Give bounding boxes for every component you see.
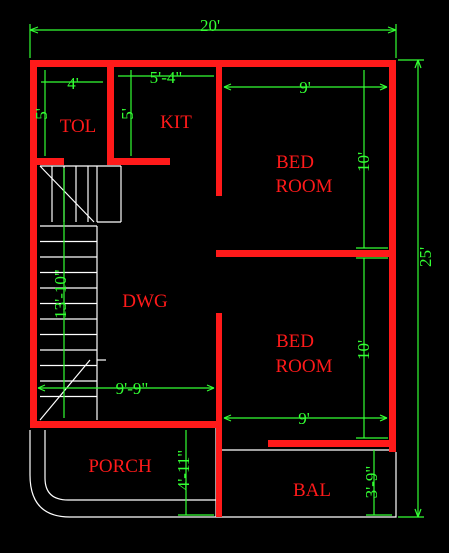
dim-bal-depth: 3'-9" <box>362 466 381 499</box>
dim-bed2-width: 9' <box>298 409 310 428</box>
room-label-tol: TOL <box>60 116 97 137</box>
room-label-bedroom1-line2: ROOM <box>275 176 332 197</box>
room-label-bedroom1-line1: BED <box>276 152 314 173</box>
dim-overall-width: 20' <box>200 16 220 35</box>
dim-bed2-depth: 10' <box>354 340 373 360</box>
room-label-bedroom2-line1: BED <box>276 331 314 352</box>
dim-tol-width: 4' <box>67 74 79 93</box>
room-label-porch: PORCH <box>88 456 152 477</box>
dim-kit-width: 5'-4" <box>150 68 183 87</box>
dim-dwg-width: 9'-9" <box>116 379 149 398</box>
walls <box>30 60 396 517</box>
room-label-bal: BAL <box>293 480 331 501</box>
dimension-lines <box>29 24 424 518</box>
dim-kit-depth: 5' <box>118 108 137 120</box>
dim-dwg-depth: 13'-10" <box>51 269 70 319</box>
room-label-dwg: DWG <box>122 291 168 312</box>
dim-bed1-depth: 10' <box>354 152 373 172</box>
dim-porch-depth: 4'-11" <box>174 450 193 491</box>
dim-bed1-width: 9' <box>299 78 311 97</box>
room-label-kit: KIT <box>160 112 192 133</box>
dim-overall-depth: 25' <box>416 247 435 267</box>
dim-tol-depth: 5' <box>32 108 51 120</box>
room-label-bedroom2-line2: ROOM <box>275 356 332 377</box>
